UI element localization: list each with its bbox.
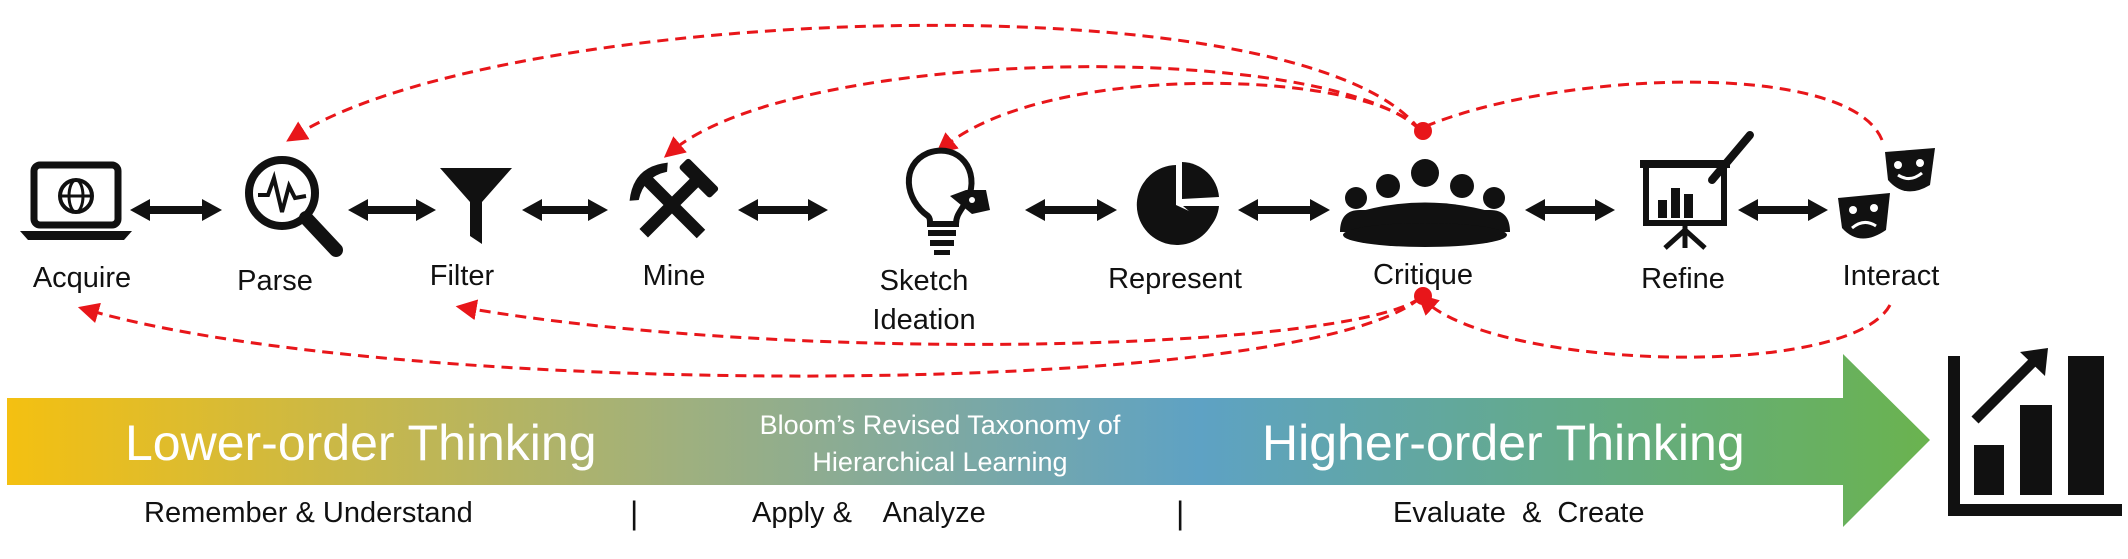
lightbulb-tag-icon	[905, 147, 990, 255]
level-evaluate-create: Evaluate & Create	[1393, 497, 1645, 529]
step-label-filter: Filter	[429, 260, 495, 292]
banner-middle-line1: Bloom’s Revised Taxonomy of	[759, 410, 1121, 440]
connector-arrow-3	[522, 199, 608, 221]
arc-interact-to-critique-low	[1417, 293, 1892, 359]
connector-arrow-7	[1525, 199, 1615, 221]
arc-critique-to-filter	[455, 296, 1421, 346]
level-apply-analyze: Apply & Analyze	[752, 497, 986, 529]
taxonomy-banner	[7, 354, 1930, 527]
connector-arrow-2	[348, 199, 436, 221]
banner-right-text: Higher-order Thinking	[1262, 415, 1745, 471]
level-remember-understand: Remember & Understand	[144, 497, 473, 529]
level-separator-1: |	[630, 495, 639, 531]
laptop-globe-icon	[20, 161, 132, 240]
step-connectors	[130, 199, 1828, 221]
banner-arrow	[7, 354, 1930, 527]
growth-chart-icon	[1948, 348, 2122, 516]
theater-masks-icon	[1838, 148, 1935, 239]
connector-arrow-1	[130, 199, 222, 221]
arc-critique-to-acquire	[77, 296, 1421, 378]
hammer-pickaxe-icon	[629, 158, 719, 239]
critique-node-bottom	[1414, 287, 1432, 305]
meeting-people-icon	[1340, 159, 1510, 247]
step-label-parse: Parse	[237, 265, 313, 297]
connector-arrow-6	[1238, 199, 1330, 221]
step-label-refine: Refine	[1641, 263, 1725, 295]
presentation-board-icon	[1640, 131, 1754, 250]
funnel-icon	[440, 168, 512, 244]
step-label-sketch: Sketch	[879, 265, 969, 297]
step-label-represent: Represent	[1108, 263, 1242, 295]
critique-node-top	[1414, 122, 1432, 140]
step-label-acquire: Acquire	[32, 262, 132, 294]
level-separator-2: |	[1176, 495, 1185, 531]
connector-arrow-5	[1025, 199, 1117, 221]
step-label-mine: Mine	[642, 260, 706, 292]
step-label-critique: Critique	[1373, 259, 1473, 291]
connector-arrow-4	[738, 199, 828, 221]
arc-critique-to-parse	[286, 23, 1422, 142]
connector-arrow-8	[1738, 199, 1828, 221]
banner-left-text: Lower-order Thinking	[125, 415, 597, 471]
step-label-interact: Interact	[1842, 260, 1940, 292]
arc-critique-to-sketch	[935, 81, 1422, 154]
arc-interact-to-critique	[1423, 80, 1884, 141]
magnifier-waveform-icon	[245, 156, 343, 257]
pie-chart-icon	[1136, 162, 1219, 245]
feedback-arcs	[77, 23, 1892, 378]
step-label-ideation: Ideation	[872, 304, 976, 336]
arc-critique-to-mine	[663, 65, 1422, 158]
banner-middle-line2: Hierarchical Learning	[812, 447, 1068, 477]
